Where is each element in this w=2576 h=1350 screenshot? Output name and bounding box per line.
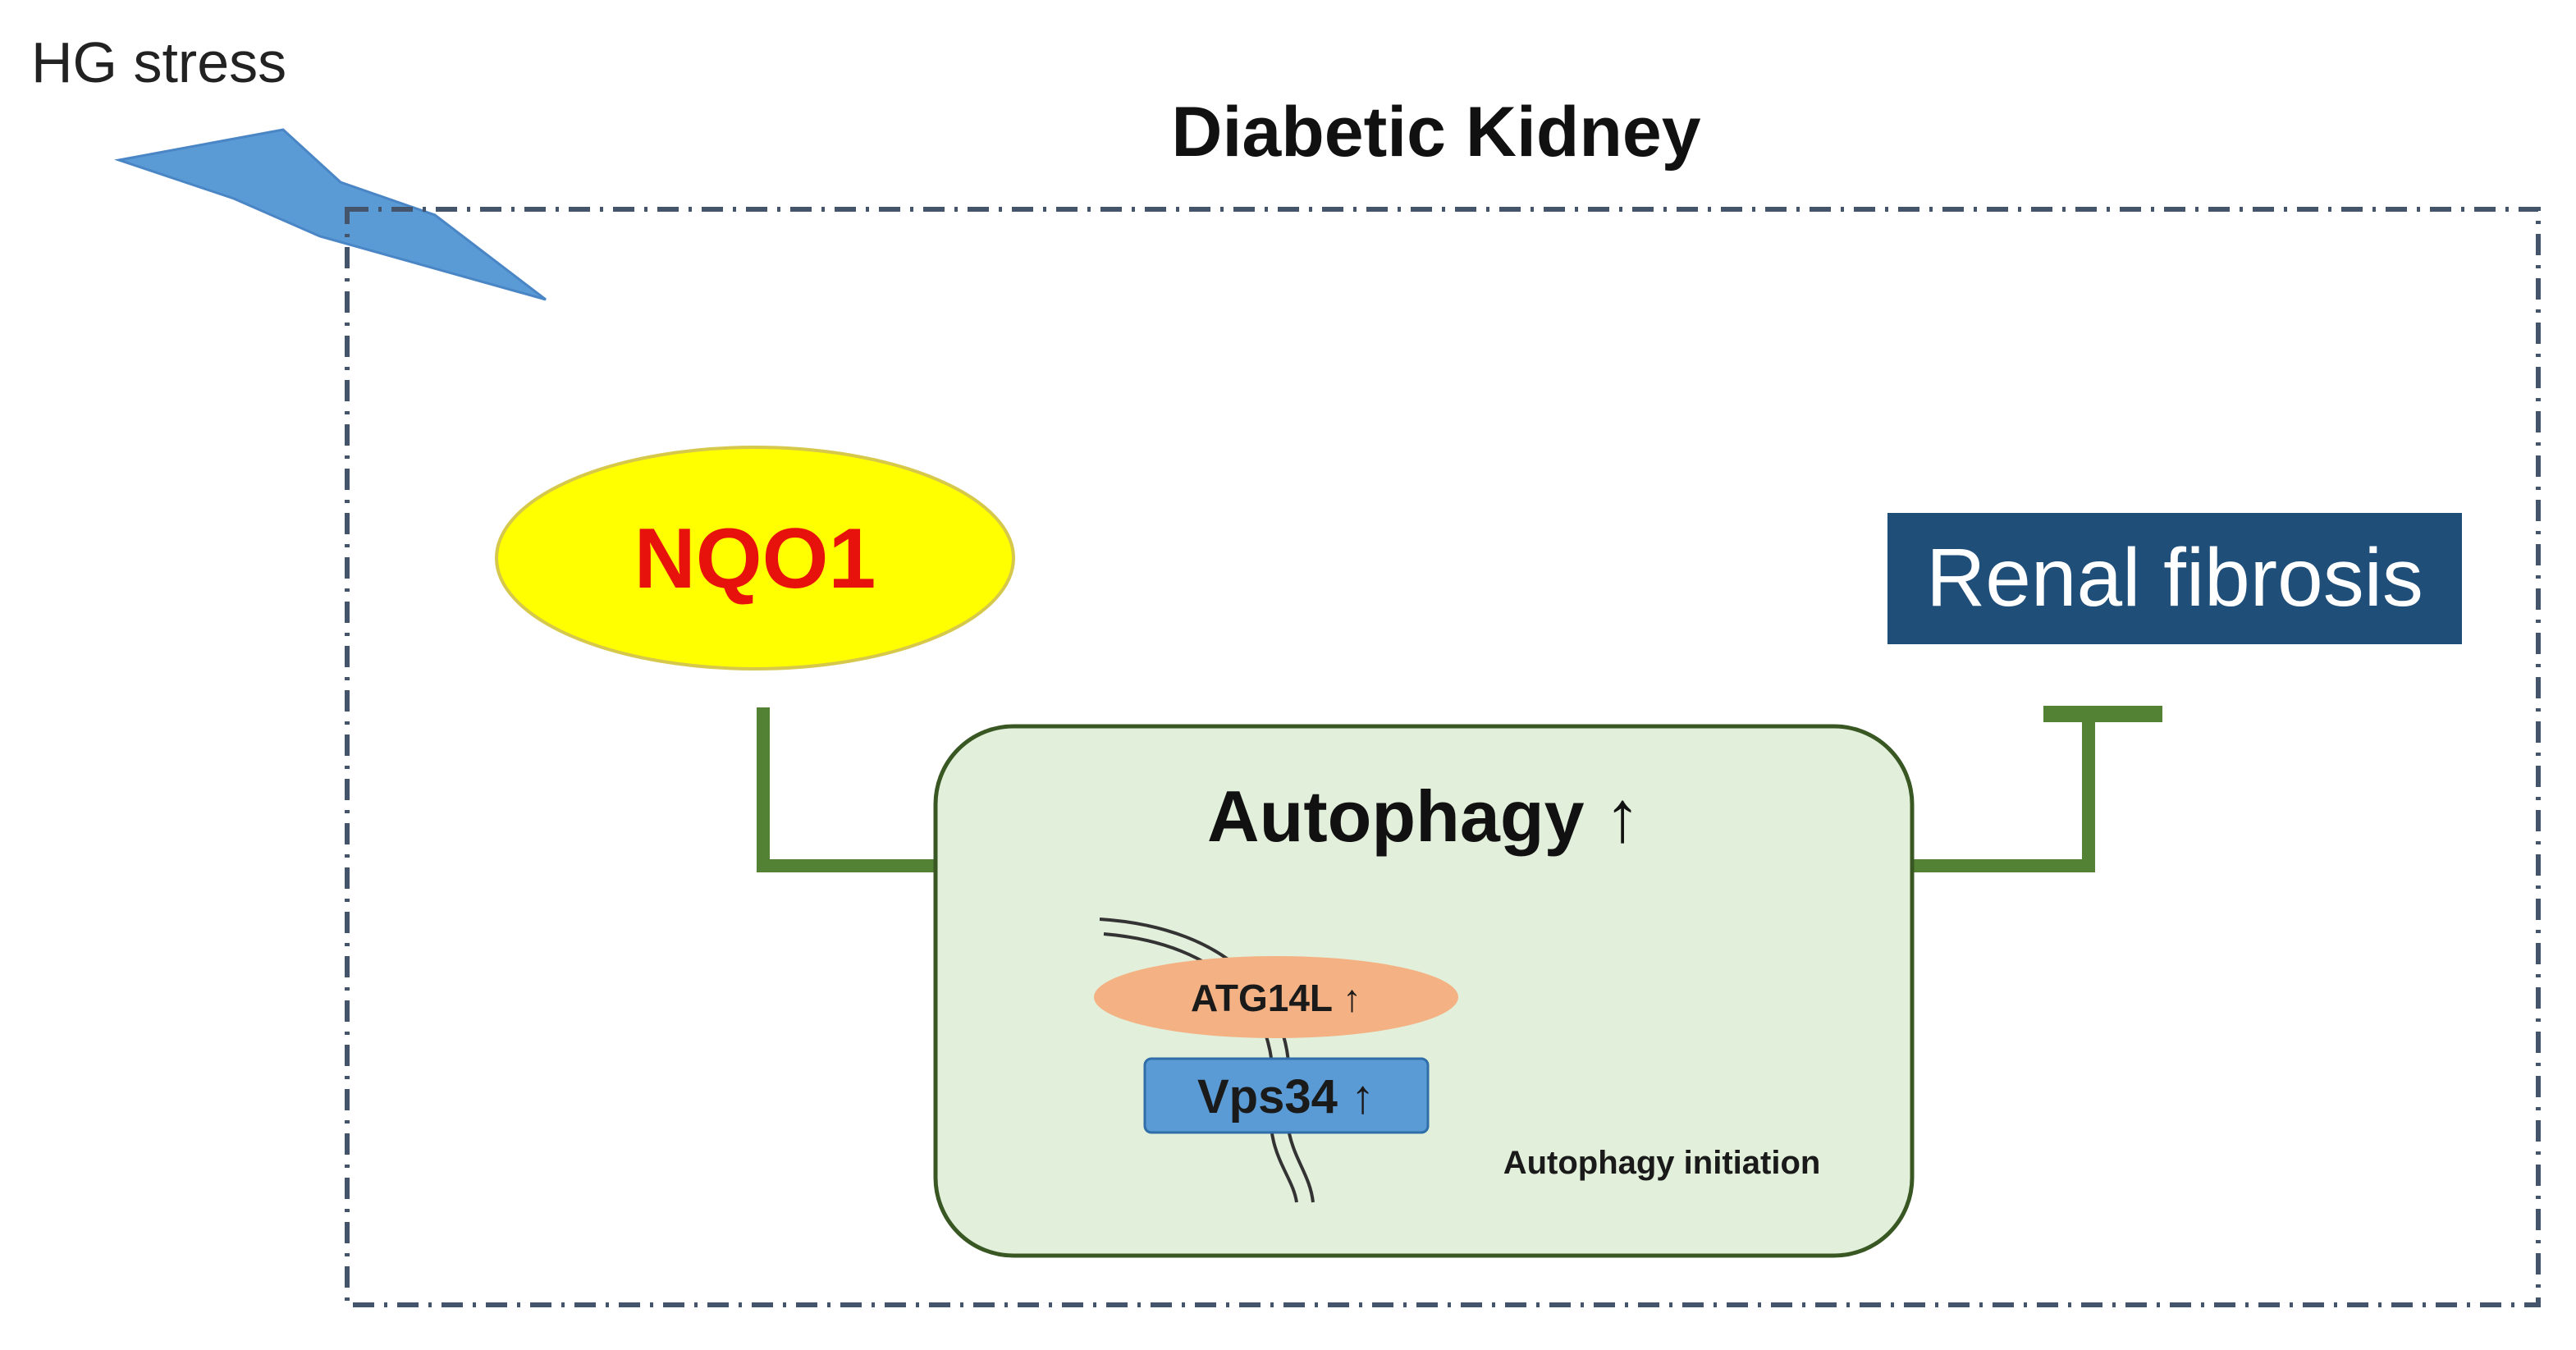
diagram-title: Diabetic Kidney [1171, 93, 1700, 172]
nqo1-to-autophagy-connector [757, 707, 936, 872]
nqo1-node: NQO1 [495, 446, 1015, 670]
autophagy-label: Autophagy ↑ [1207, 776, 1640, 857]
renal-fibrosis-node: Renal fibrosis [1887, 513, 2462, 644]
autophagy-node: Autophagy ↑ ATG14L ↑ Vps34 ↑ Autophagy i… [933, 724, 1915, 1258]
renal-fibrosis-box [1887, 513, 2462, 644]
renal-fibrosis-label: Renal fibrosis [1926, 532, 2423, 624]
lightning-bolt-icon [114, 128, 547, 301]
nqo1-ellipse [495, 446, 1015, 670]
atg14l-label: ATG14L ↑ [1191, 977, 1361, 1019]
vps34-box [1143, 1057, 1430, 1134]
autophagy-to-renal-connector [1912, 714, 2095, 872]
atg14l-ellipse [1094, 956, 1458, 1038]
hg-stress-label: HG stress [31, 30, 286, 94]
vps34-label: Vps34 ↑ [1197, 1070, 1375, 1123]
kidney-boundary [345, 207, 2541, 1307]
nqo1-label: NQO1 [634, 511, 876, 606]
autophagy-initiation-label: Autophagy initiation [1503, 1145, 1821, 1181]
